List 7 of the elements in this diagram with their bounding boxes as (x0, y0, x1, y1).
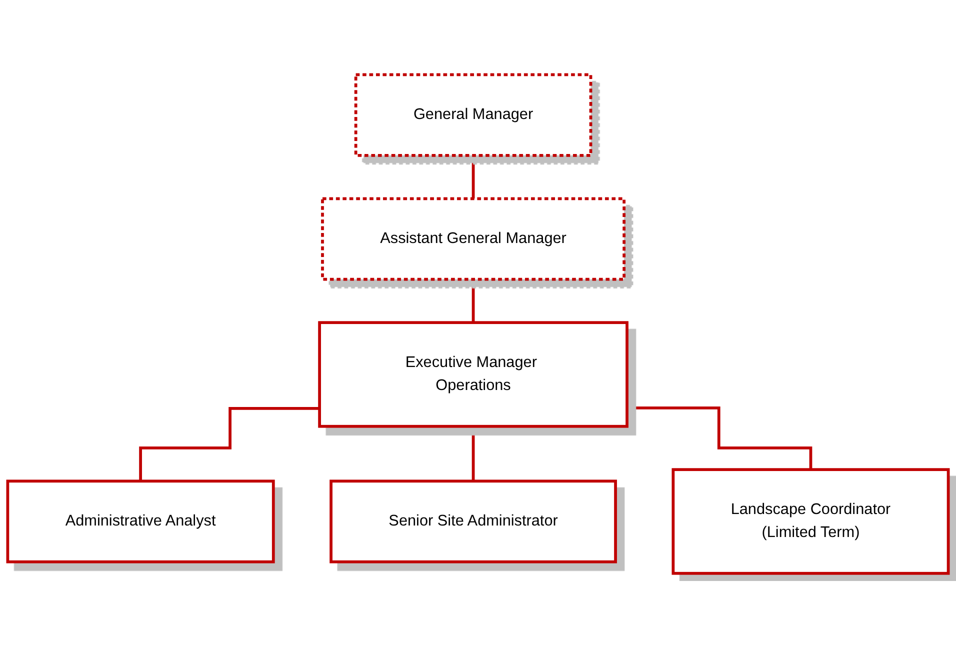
node-box: Administrative Analyst (6, 480, 275, 564)
node-box: General Manager (354, 73, 592, 157)
node-box: Assistant General Manager (321, 197, 626, 281)
connector (627, 406, 812, 471)
node-box: Executive Manager Operations (318, 321, 628, 428)
node-box: Senior Site Administrator (330, 480, 617, 564)
node-box: Landscape Coordinator (Limited Term) (672, 468, 950, 575)
